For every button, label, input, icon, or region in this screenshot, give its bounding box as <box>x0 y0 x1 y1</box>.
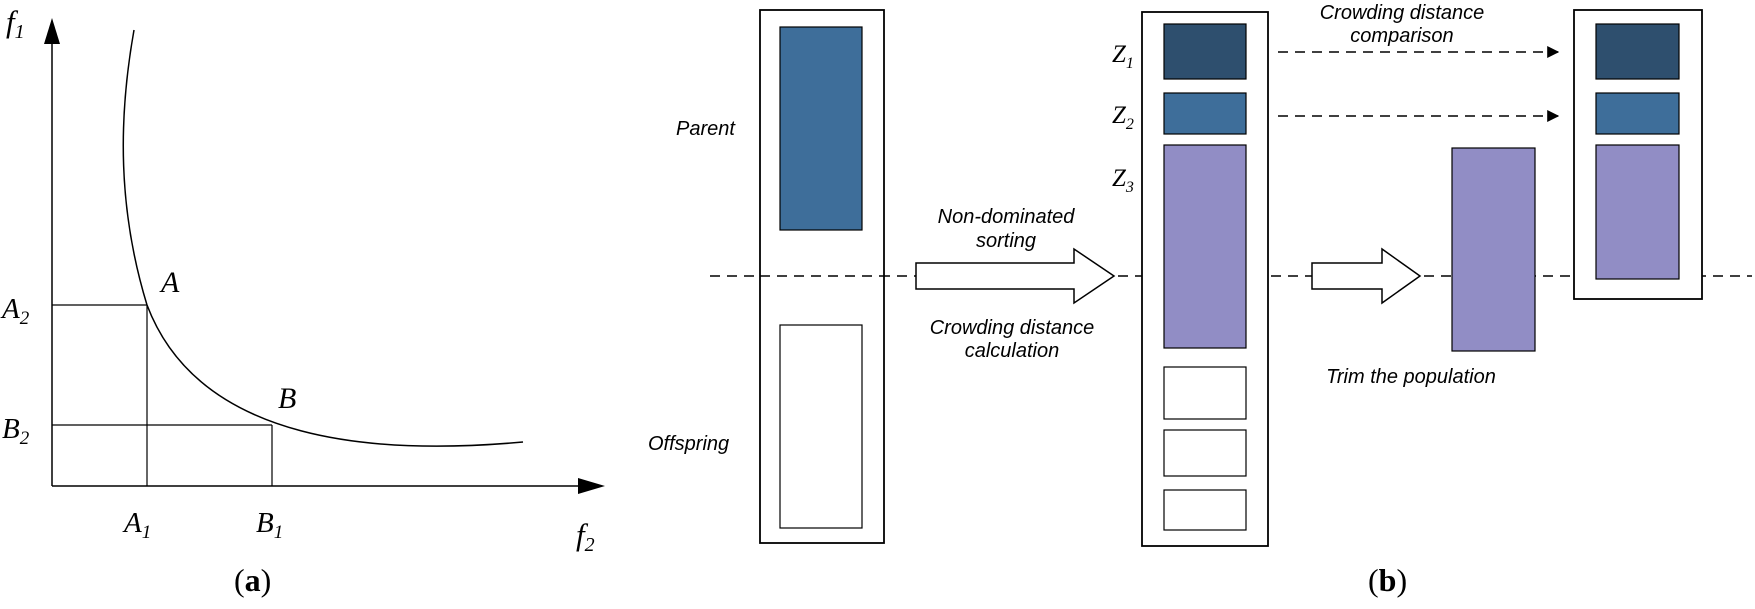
z3-label: Z3 <box>1112 165 1134 196</box>
comparison-label-line2: comparison <box>1350 25 1453 47</box>
trim-label: Trim the population <box>1326 366 1496 388</box>
x-axis-label: f2 <box>576 517 595 556</box>
x-axis-arrowhead <box>578 478 605 494</box>
point-a-label: A <box>159 266 180 299</box>
z2-label: Z2 <box>1112 102 1134 133</box>
comparison-label-line1: Crowding distance <box>1320 2 1485 24</box>
panel-b: Parent Offspring Non-dominated sorting C… <box>648 2 1752 598</box>
panel-b-caption: (b) <box>1368 562 1407 598</box>
point-b-label: B <box>278 382 296 415</box>
panel-a-caption: (a) <box>234 562 271 598</box>
offspring-label: Offspring <box>648 433 729 455</box>
front-z4-block <box>1163 366 1247 420</box>
crowding-calculation-label-line2: calculation <box>965 340 1060 362</box>
y-axis-arrowhead <box>44 18 60 44</box>
tick-a1-label: A1 <box>122 507 151 543</box>
panel-a: f1 f2 A B A1 B1 A2 B2 (a) <box>0 4 605 598</box>
tick-b2-label: B2 <box>2 413 30 449</box>
front-z1-block <box>1163 23 1247 80</box>
crowding-calculation-label-line1: Crowding distance <box>930 317 1095 339</box>
sorting-hollow-arrow <box>915 247 1116 305</box>
new-z1-block <box>1595 23 1680 80</box>
trim-hollow-arrow <box>1311 247 1422 305</box>
sorting-label-line1: Non-dominated <box>938 206 1076 228</box>
new-z3-block <box>1595 144 1680 280</box>
parent-label: Parent <box>676 118 736 140</box>
z1-label: Z1 <box>1112 41 1134 72</box>
tick-a2-label: A2 <box>0 293 30 329</box>
front-z6-block <box>1163 489 1247 531</box>
front-z2-block <box>1163 92 1247 135</box>
tick-b1-label: B1 <box>256 507 283 543</box>
front-z5-block <box>1163 429 1247 477</box>
sorting-label-line2: sorting <box>976 230 1036 252</box>
trimmed-z3-block <box>1451 147 1536 352</box>
pareto-front-curve <box>122 29 524 447</box>
new-z2-block <box>1595 92 1680 135</box>
y-axis-label: f1 <box>6 4 25 43</box>
parent-block <box>779 26 863 231</box>
offspring-block <box>779 324 863 529</box>
front-z3-block <box>1163 144 1247 349</box>
